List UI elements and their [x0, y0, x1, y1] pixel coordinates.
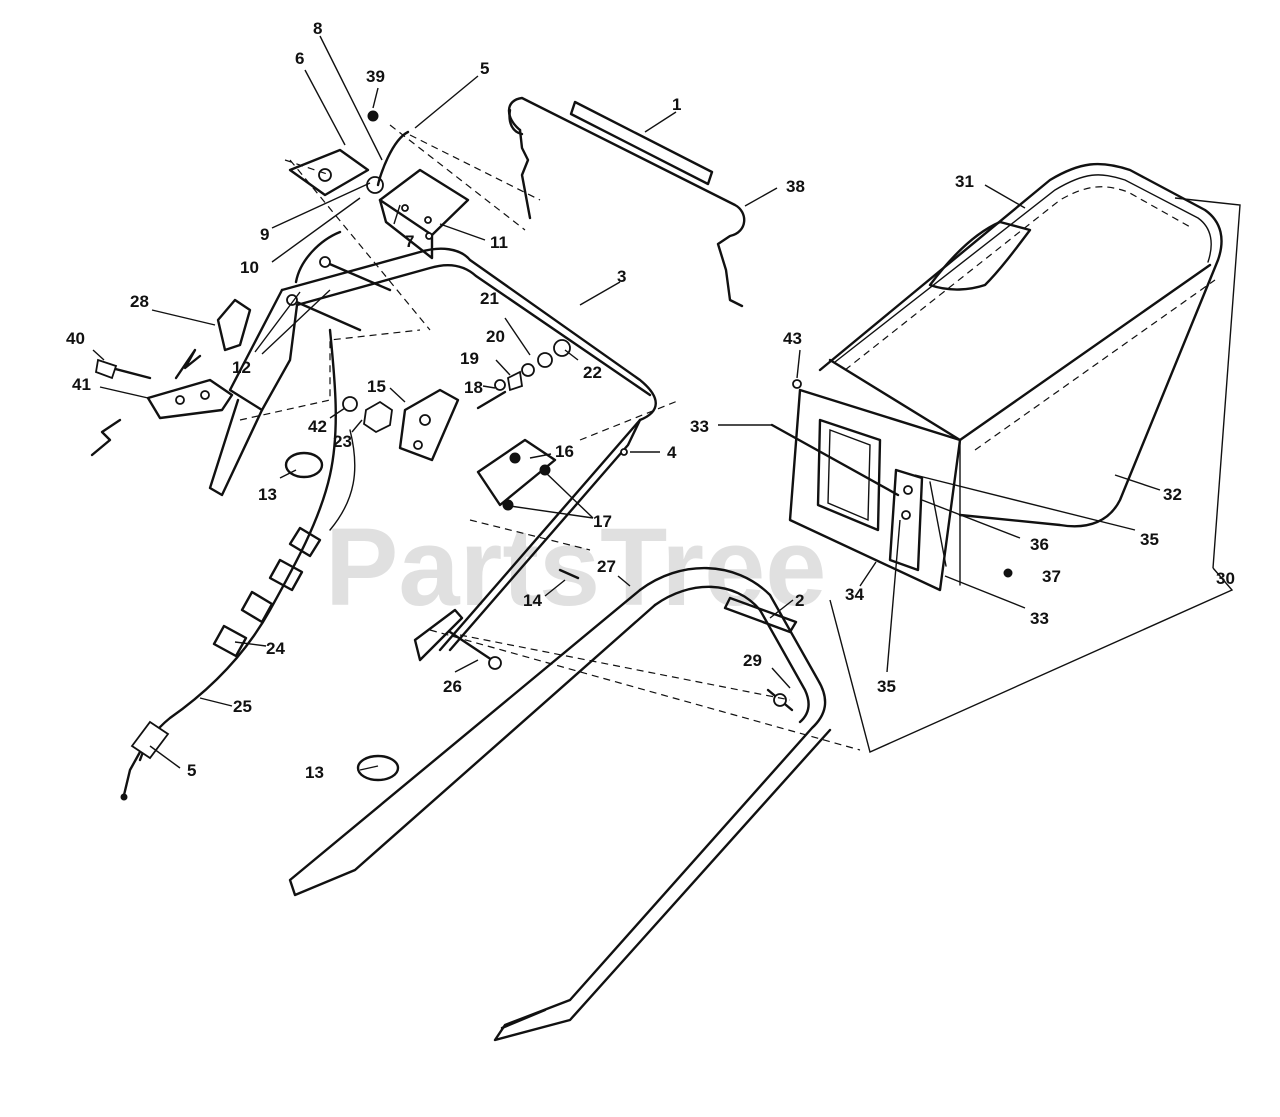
watermark: PartsTree [325, 506, 826, 629]
grass-catcher-bag [818, 162, 1223, 586]
axle-bolt [766, 688, 794, 712]
upper-handle [208, 247, 657, 652]
callout-13a: 13 [258, 485, 277, 504]
callout-8: 8 [313, 19, 322, 38]
cable-end-fitting [120, 720, 170, 801]
callout-40: 40 [66, 329, 85, 348]
callout-43: 43 [783, 329, 802, 348]
callout-30: 30 [1216, 569, 1235, 588]
callout-2: 2 [795, 591, 804, 610]
assembly-lines [289, 124, 861, 751]
cable-spring-segments [212, 526, 322, 658]
callout-17: 17 [593, 512, 612, 531]
callout-15: 15 [367, 377, 386, 396]
assembly-lines-left [239, 329, 421, 421]
callout-12: 12 [232, 358, 251, 377]
callout-28: 28 [130, 292, 149, 311]
callout-32: 32 [1163, 485, 1182, 504]
callout-39: 39 [366, 67, 385, 86]
callout-27: 27 [597, 557, 616, 576]
long-bolts [286, 256, 392, 332]
leader-lines [92, 35, 1241, 771]
nut-39 [367, 110, 379, 122]
screw [558, 568, 580, 580]
callout-21: 21 [480, 289, 499, 308]
callout-18: 18 [464, 378, 483, 397]
spring-clip [174, 348, 202, 380]
callout-42: 42 [308, 417, 327, 436]
callout-6: 6 [295, 49, 304, 68]
callout-35a: 35 [1140, 530, 1159, 549]
cable-bracket [398, 388, 460, 462]
control-cable [138, 130, 410, 762]
callout-36: 36 [1030, 535, 1049, 554]
rope-guide-bracket [146, 378, 234, 420]
hose-clamp-upper [284, 451, 324, 479]
callout-16: 16 [555, 442, 574, 461]
callout-31: 31 [955, 172, 974, 191]
callout-29: 29 [743, 651, 762, 670]
callout-5a: 5 [480, 59, 489, 78]
lower-handle [288, 566, 832, 1042]
nut-37 [1003, 568, 1013, 578]
lower-bracket-plate [413, 608, 464, 662]
eye-bolt [94, 358, 152, 380]
control-bail [507, 96, 746, 308]
callout-13b: 13 [305, 763, 324, 782]
callout-7: 7 [405, 232, 414, 251]
hose-clamp-lower [356, 754, 400, 782]
callout-33a: 33 [690, 417, 709, 436]
control-lever-bracket [284, 148, 384, 197]
callout-3: 3 [617, 267, 626, 286]
grip-label-plate [569, 100, 714, 186]
callout-20: 20 [486, 327, 505, 346]
callout-9: 9 [260, 225, 269, 244]
callout-37: 37 [1042, 567, 1061, 586]
lower-handle-label [723, 596, 798, 634]
callout-10: 10 [240, 258, 259, 277]
callout-4: 4 [667, 443, 677, 462]
callout-1: 1 [672, 95, 681, 114]
washer-43 [792, 379, 802, 389]
bag-hinge-brackets [888, 468, 947, 572]
starter-rope [90, 418, 122, 457]
nut-and-washer [342, 396, 393, 434]
callout-26: 26 [443, 677, 462, 696]
callout-11: 11 [490, 233, 508, 252]
screw-11 [425, 232, 433, 240]
starter-handle [216, 298, 252, 352]
callout-23: 23 [333, 432, 352, 451]
callout-22: 22 [583, 363, 602, 382]
callout-14: 14 [523, 591, 542, 610]
callout-5b: 5 [187, 761, 196, 780]
control-housing [378, 168, 470, 260]
pivot-hardware [476, 339, 571, 410]
carriage-bolt [448, 630, 502, 670]
bag-frame [770, 388, 962, 592]
callout-41: 41 [72, 375, 91, 394]
callout-35b: 35 [877, 677, 896, 696]
callout-19: 19 [460, 349, 479, 368]
callout-25: 25 [233, 697, 252, 716]
callout-24: 24 [266, 639, 285, 658]
callouts: 1 2 3 4 5 5 6 7 8 9 10 11 12 13 13 14 15… [66, 19, 1235, 782]
callout-38: 38 [786, 177, 805, 196]
small-screw [620, 448, 628, 456]
adjuster-bracket [469, 438, 591, 551]
callout-34: 34 [845, 585, 864, 604]
callout-33b: 33 [1030, 609, 1049, 628]
